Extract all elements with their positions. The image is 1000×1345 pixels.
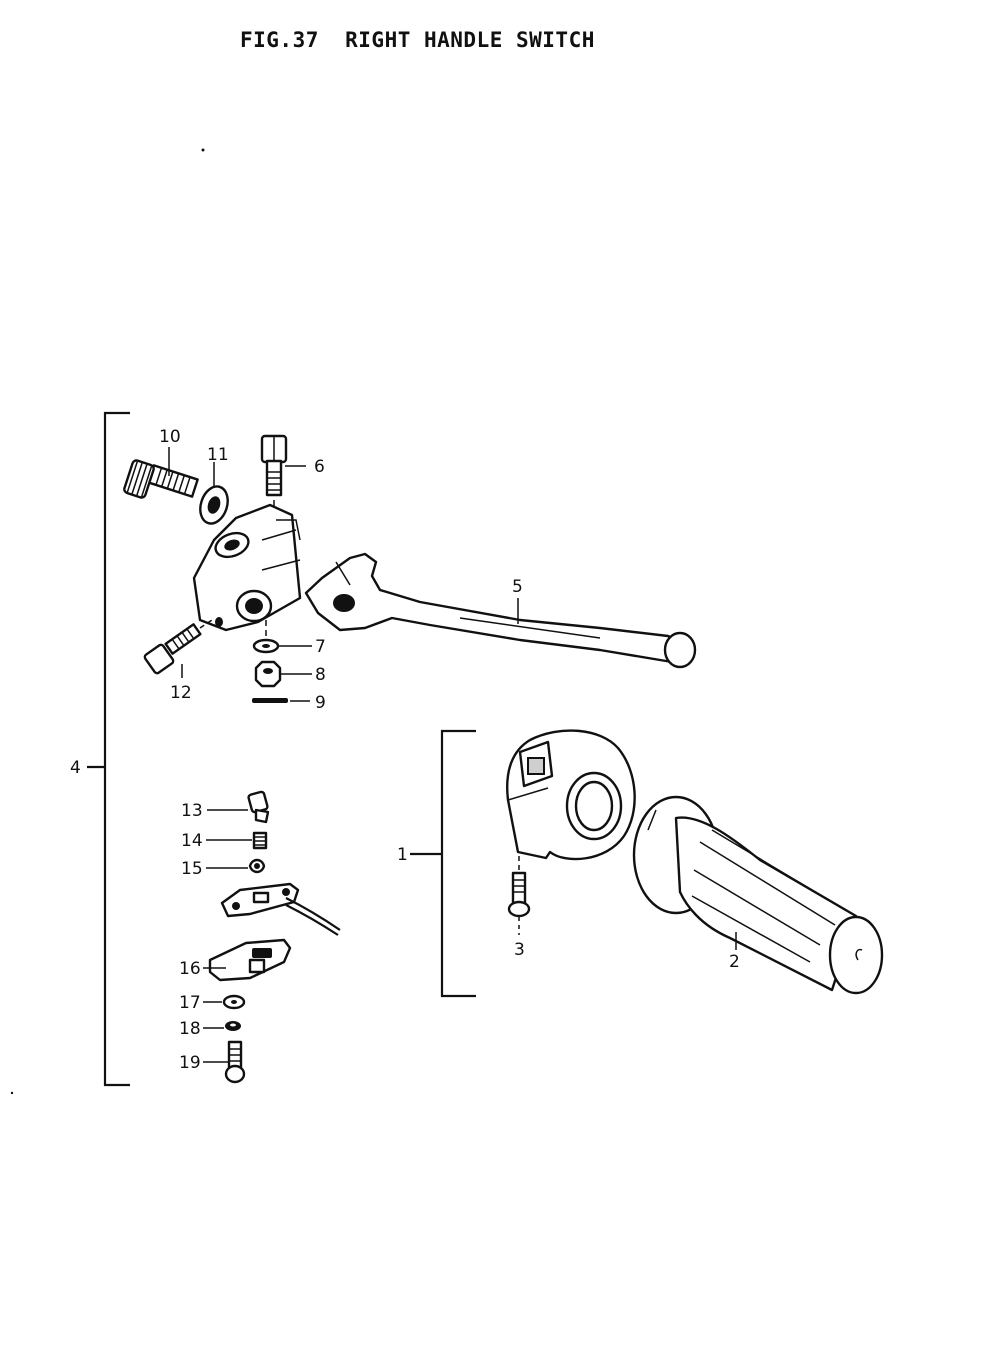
part-1-switch-housing <box>506 729 636 861</box>
part-9-cotter-pin <box>252 698 288 703</box>
callout-11: 11 <box>207 445 229 465</box>
part-10-knurled-bolt <box>123 459 199 499</box>
callout-6: 6 <box>314 457 325 477</box>
lever-holder-bracket <box>192 503 302 640</box>
bracket-assembly-4 <box>87 411 130 1087</box>
callout-5: 5 <box>512 577 523 597</box>
speck <box>201 148 205 152</box>
callout-labels: 10 11 6 5 7 8 9 12 4 13 14 15 16 17 18 1… <box>70 427 740 1073</box>
part-19-screw <box>224 1040 246 1084</box>
callout-12: 12 <box>170 683 192 703</box>
callout-1: 1 <box>397 845 408 865</box>
part-12-bolt <box>143 619 213 675</box>
part-14-spring <box>252 831 268 850</box>
part-13-adjuster <box>247 790 270 824</box>
part-16-switch-holder <box>208 938 292 982</box>
part-5-brake-lever <box>304 552 697 669</box>
part-2-throttle-grip <box>632 795 884 995</box>
callout-7: 7 <box>315 637 326 657</box>
callout-10: 10 <box>159 427 181 447</box>
callout-19: 19 <box>179 1053 201 1073</box>
callout-17: 17 <box>179 993 201 1013</box>
callout-13: 13 <box>181 801 203 821</box>
part-18-lock-washer <box>225 1021 241 1031</box>
callout-8: 8 <box>315 665 326 685</box>
callout-14: 14 <box>181 831 203 851</box>
part-3-screw <box>507 856 531 935</box>
callout-18: 18 <box>179 1019 201 1039</box>
callout-9: 9 <box>315 693 326 713</box>
part-6-pivot-bolt <box>260 434 288 560</box>
figure-title: FIG.37 RIGHT HANDLE SWITCH <box>240 28 595 52</box>
part-7-washer <box>252 638 280 654</box>
leader-lines <box>168 447 737 1063</box>
brake-switch-plate <box>220 882 341 936</box>
part-17-washer <box>222 994 246 1010</box>
callout-16: 16 <box>179 959 201 979</box>
speck <box>10 1091 14 1095</box>
bracket-assembly-1 <box>410 729 476 998</box>
part-8-nut <box>254 660 282 688</box>
callout-15: 15 <box>181 859 203 879</box>
callout-2: 2 <box>729 952 740 972</box>
part-15-clip <box>248 858 266 874</box>
callout-3: 3 <box>514 940 525 960</box>
callout-4: 4 <box>70 758 81 778</box>
part-11-lock-nut <box>199 485 229 525</box>
